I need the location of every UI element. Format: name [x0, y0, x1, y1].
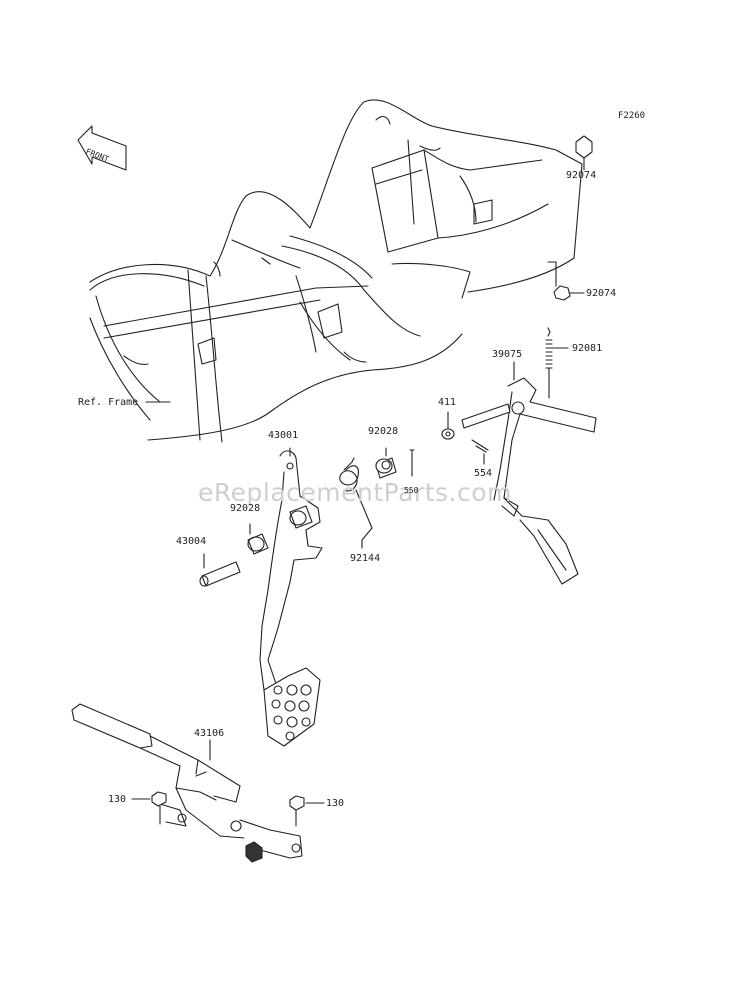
bolt-130-left — [131, 791, 167, 825]
label-130-right: 130 — [326, 798, 345, 809]
label-92144: 92144 — [350, 553, 381, 564]
label-43106: 43106 — [194, 728, 225, 739]
label-550: 550 — [404, 486, 419, 495]
washer-411 — [441, 411, 455, 440]
bushing-92028-right — [375, 447, 397, 479]
label-39075: 39075 — [492, 349, 523, 360]
brake-pedal-43001 — [259, 447, 323, 747]
label-ref-frame: Ref. Frame — [78, 397, 139, 408]
label-92081: 92081 — [572, 343, 603, 354]
pin-550 — [409, 449, 415, 477]
spring-92144 — [339, 457, 373, 549]
label-43001: 43001 — [268, 430, 299, 441]
shaft-39075 — [461, 403, 511, 429]
watermark: eReplacementParts.com — [198, 478, 512, 507]
label-92028-right: 92028 — [368, 426, 399, 437]
bushing-92028-left — [247, 523, 269, 555]
label-43004: 43004 — [176, 536, 207, 547]
label-92028-left: 92028 — [230, 503, 261, 514]
label-92074-mid: 92074 — [586, 288, 617, 299]
figure-code: F2260 — [618, 111, 646, 121]
label-130-left: 130 — [108, 794, 127, 805]
nut-92074-top — [575, 135, 593, 171]
pin-554 — [471, 439, 489, 465]
accelerator-pedal-39075 — [493, 377, 597, 585]
label-92074-top: 92074 — [566, 170, 597, 181]
frame-structure — [89, 99, 583, 443]
label-411: 411 — [438, 397, 457, 408]
pin-43004 — [199, 553, 241, 587]
nut-92074-mid — [553, 285, 585, 301]
spring-92081 — [545, 327, 569, 399]
front-arrow-icon — [77, 125, 127, 171]
label-554: 554 — [474, 468, 493, 479]
parking-lever-43106 — [71, 703, 303, 863]
bolt-130-right — [289, 795, 325, 827]
